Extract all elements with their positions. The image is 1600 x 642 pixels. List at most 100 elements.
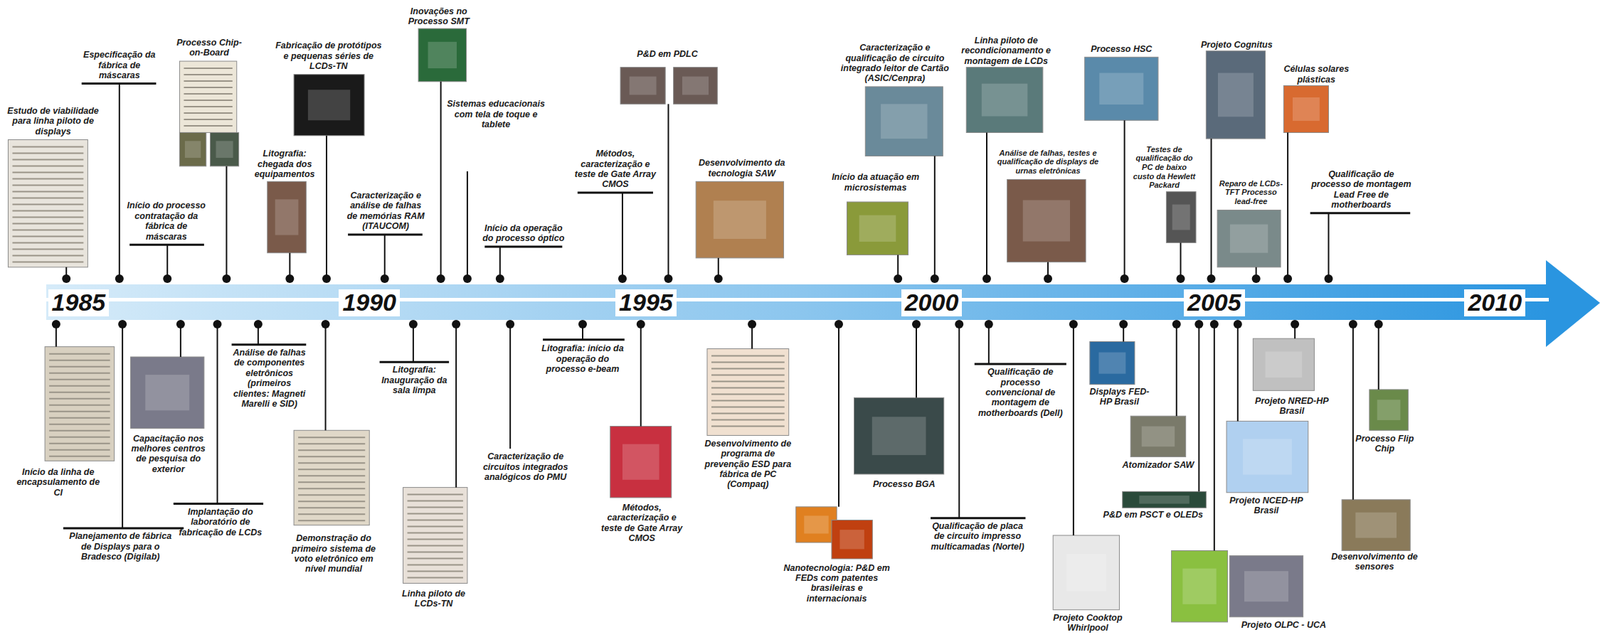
event-label: Análise de falhas de componentes eletrôn… [228, 347, 311, 410]
photo [865, 86, 943, 157]
newsprint-line [12, 255, 84, 257]
event-label: Processo BGA [862, 479, 945, 490]
photo [209, 132, 239, 166]
event-label: Processo Chip-on-Board [173, 37, 245, 59]
timeline-dot [1252, 274, 1261, 284]
newsprint-line [183, 67, 232, 70]
timeline-dot [253, 320, 263, 329]
newsprint-line [711, 355, 785, 358]
event-label: Litografia: chegada dos equipamentos [248, 148, 322, 180]
photo [1226, 421, 1309, 493]
newsprint-line [298, 500, 365, 503]
photo-detail [1292, 97, 1320, 121]
event-label: Reparo de LCDs-TFT Processo lead-free [1218, 179, 1285, 207]
newsprint-line [49, 385, 111, 388]
newsprint-line [711, 381, 785, 383]
leader-line [640, 324, 642, 427]
event-label: Especificação da fábrica de máscaras [78, 49, 161, 81]
year-label: 2005 [1183, 289, 1245, 316]
newsprint-line [407, 507, 464, 509]
photo-detail [1098, 352, 1126, 375]
photo-detail [1138, 495, 1190, 504]
newsprint-line [407, 539, 464, 541]
newsprint-line [298, 507, 365, 509]
label-bar [379, 361, 450, 364]
newsprint-line [711, 426, 785, 428]
photo-detail [1172, 204, 1191, 231]
leader-line [216, 324, 219, 505]
event-label: Estudo de viabilidade para linha piloto … [4, 106, 103, 137]
newsprint-line [49, 391, 111, 394]
label-bar [63, 527, 184, 530]
newsprint-line [183, 80, 232, 82]
leader-line [412, 324, 415, 363]
photo [1369, 389, 1409, 431]
timeline-dot [636, 320, 646, 329]
photo [1171, 551, 1228, 623]
photo [1283, 85, 1329, 133]
newsprint-line [407, 564, 464, 567]
photo-detail [428, 41, 457, 69]
photo [966, 67, 1043, 134]
label-bar [173, 502, 264, 506]
photo-detail [1023, 199, 1070, 242]
photo [1341, 500, 1411, 552]
newsprint-line [49, 449, 111, 452]
leader-line [118, 83, 121, 279]
event-label: Caracterização e análise de falhas de me… [345, 190, 427, 232]
event-label: Projeto NCED-HP Brasil [1222, 495, 1310, 517]
newsprint-line [298, 462, 365, 464]
leader-line [1378, 324, 1380, 390]
leader-line [988, 324, 990, 365]
timeline-dot [893, 274, 903, 284]
timeline-dot [51, 320, 61, 329]
newsprint-line [49, 424, 111, 426]
newsprint-line [183, 106, 232, 108]
photo-detail [1182, 569, 1216, 605]
timeline-dot [618, 274, 627, 284]
photo [707, 349, 789, 437]
leader-line [166, 244, 168, 279]
newsprint-line [407, 532, 464, 535]
event-label: Processo Flip Chip [1348, 433, 1422, 455]
leader-line [440, 81, 442, 279]
photo-detail [308, 89, 351, 121]
timeline-dot [930, 274, 940, 284]
photo [1122, 491, 1207, 508]
photo-detail [880, 103, 927, 139]
newsprint-line [711, 413, 785, 415]
leader-line [1213, 324, 1216, 552]
event-label: Métodos, caracterização e teste de Gate … [574, 148, 657, 190]
newsprint-line [407, 513, 464, 516]
newsprint-line [49, 359, 111, 362]
photo [44, 347, 115, 462]
newsprint-line [12, 242, 84, 245]
year-label: 1985 [48, 289, 110, 316]
photo [1166, 192, 1196, 244]
event-label: Início do processo contratação da fábric… [125, 200, 208, 242]
event-label: Linha piloto de LCDs-TN [395, 589, 473, 610]
leader-line [225, 166, 227, 279]
photo [403, 488, 468, 585]
event-label: Demonstração do primeiro sistema de voto… [287, 533, 380, 575]
event-label: Capacitação nos melhores centros de pesq… [125, 433, 213, 476]
leader-line [1352, 324, 1354, 501]
leader-line [121, 324, 124, 529]
newsprint-line [12, 191, 84, 193]
leader-line [499, 246, 501, 279]
timeline-dot [1172, 320, 1181, 329]
newsprint-line [183, 125, 232, 127]
timeline-dot [213, 320, 222, 329]
newsprint-line [49, 456, 111, 458]
newsprint-line [298, 468, 365, 471]
label-bar [577, 192, 654, 195]
newsprint-line [12, 159, 84, 161]
photo [1052, 535, 1120, 611]
photo-detail [1099, 73, 1144, 105]
timeline-dot [451, 320, 461, 329]
event-label: Nanotecnologia: P&D em FEDs com patentes… [783, 563, 891, 605]
newsprint-line [12, 210, 84, 213]
timeline-dot [1175, 274, 1185, 284]
photo-detail [1355, 512, 1397, 539]
timeline-arrowhead [1545, 260, 1600, 348]
